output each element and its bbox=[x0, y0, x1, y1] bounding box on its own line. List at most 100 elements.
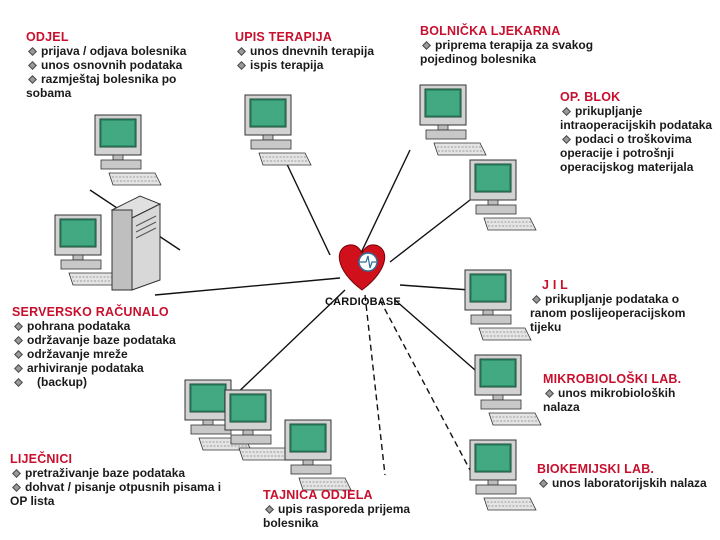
list-item-label: održavanje baze podataka bbox=[27, 333, 176, 347]
node-title: OP. BLOK bbox=[560, 90, 621, 104]
list-item: dohvat / pisanje otpusnih pisama i OP li… bbox=[10, 480, 225, 508]
node-title: MIKROBIOLOŠKI LAB. bbox=[543, 372, 682, 386]
bullet-icon bbox=[28, 75, 37, 84]
bullet-icon bbox=[12, 483, 21, 492]
bullet-icon bbox=[14, 364, 23, 373]
node-biokemijski-lab: BIOKEMIJSKI LAB. unos laboratorijskih na… bbox=[537, 462, 712, 490]
link-tajnica bbox=[364, 294, 386, 476]
bullet-icon bbox=[14, 322, 23, 331]
node-title: SERVERSKO RAČUNALO bbox=[12, 305, 169, 319]
heart-logo bbox=[338, 244, 386, 291]
bullet-icon bbox=[532, 295, 541, 304]
list-item-label: prikupljanje intraoperacijskih podataka bbox=[560, 104, 713, 132]
list-item: (backup) bbox=[12, 375, 212, 389]
node-tajnica-odjela: TAJNICA ODJELA upis rasporeda prijema bo… bbox=[263, 488, 441, 530]
list-item-label: održavanje mreže bbox=[27, 347, 128, 361]
server-icon bbox=[110, 195, 162, 291]
bullet-icon bbox=[422, 41, 431, 50]
list-item-label: prikupljanje podataka o ranom poslijeope… bbox=[530, 292, 686, 334]
node-mikrobioloski-lab: MIKROBIOLOŠKI LAB. unos mikrobioloških n… bbox=[543, 372, 715, 414]
bullet-icon bbox=[28, 47, 37, 56]
bullet-icon bbox=[14, 336, 23, 345]
connections bbox=[89, 149, 476, 476]
list-item-label: unos osnovnih podataka bbox=[41, 58, 183, 72]
list-item-label: prijava / odjava bolesnika bbox=[41, 44, 187, 58]
node-bolnicka-ljekarna: BOLNIČKA LJEKARNA priprema terapija za s… bbox=[420, 24, 635, 66]
list-item: unos osnovnih podataka bbox=[26, 58, 226, 72]
link-upis-terapija bbox=[284, 159, 331, 256]
node-title: CARDIOBASE bbox=[325, 296, 401, 308]
list-item-label: unos mikrobioloških nalaza bbox=[543, 386, 676, 414]
list-item: priprema terapija za svakog pojedinog bo… bbox=[420, 38, 635, 66]
list-item: prikupljanje podataka o ranom poslijeope… bbox=[530, 292, 715, 334]
node-title: J I L bbox=[542, 278, 569, 292]
node-lijecnici: LIJEČNICI pretraživanje baze podataka do… bbox=[10, 452, 225, 508]
list-item-label: priprema terapija za svakog pojedinog bo… bbox=[420, 38, 594, 66]
bullet-icon bbox=[562, 135, 571, 144]
computer-icon bbox=[464, 269, 532, 341]
node-title: ODJEL bbox=[26, 30, 69, 44]
list-item: održavanje baze podataka bbox=[12, 333, 212, 347]
list-item: prijava / odjava bolesnika bbox=[26, 44, 226, 58]
list-item: upis rasporeda prijema bolesnika bbox=[263, 502, 441, 530]
list-item: održavanje mreže bbox=[12, 347, 212, 361]
computer-icon bbox=[474, 354, 542, 426]
list-item-label: podaci o troškovima operacije i potrošnj… bbox=[560, 132, 694, 174]
node-title: BOLNIČKA LJEKARNA bbox=[420, 24, 561, 38]
list-item: ispis terapija bbox=[235, 58, 405, 72]
node-cardiobase: CARDIOBASE bbox=[318, 295, 408, 309]
computer-icon bbox=[94, 114, 162, 186]
node-serversko-racunalo: SERVERSKO RAČUNALO pohrana podataka održ… bbox=[12, 305, 212, 389]
list-item: unos mikrobioloških nalaza bbox=[543, 386, 715, 414]
bullet-icon bbox=[237, 47, 246, 56]
link-ljekarna bbox=[359, 149, 411, 256]
node-upis-terapija: UPIS TERAPIJA unos dnevnih terapija ispi… bbox=[235, 30, 405, 72]
node-title: BIOKEMIJSKI LAB. bbox=[537, 462, 655, 476]
list-item: pretraživanje baze podataka bbox=[10, 466, 225, 480]
link-jil bbox=[399, 284, 471, 291]
bullet-icon bbox=[14, 350, 23, 359]
list-item: prikupljanje intraoperacijskih podataka bbox=[560, 104, 715, 132]
bullet-icon bbox=[12, 469, 21, 478]
computer-icon bbox=[469, 439, 537, 511]
bullet-icon bbox=[539, 479, 548, 488]
list-item-label: pretraživanje baze podataka bbox=[25, 466, 186, 480]
node-title: LIJEČNICI bbox=[10, 452, 73, 466]
list-item: arhiviranje podataka bbox=[12, 361, 212, 375]
bullet-icon bbox=[237, 61, 246, 70]
computer-icon bbox=[284, 419, 352, 491]
list-item-label: (backup) bbox=[37, 375, 88, 389]
node-jil: J I L prikupljanje podataka o ranom posl… bbox=[530, 278, 715, 334]
list-item-label: unos dnevnih terapija bbox=[250, 44, 375, 58]
link-biokemijski bbox=[379, 299, 471, 471]
link-lijecnici bbox=[229, 289, 346, 401]
computer-icon bbox=[54, 214, 122, 286]
node-odjel: ODJEL prijava / odjava bolesnika unos os… bbox=[26, 30, 226, 100]
list-item: unos dnevnih terapija bbox=[235, 44, 405, 58]
bullet-icon bbox=[562, 107, 571, 116]
link-server bbox=[154, 277, 341, 296]
bullet-icon bbox=[28, 61, 37, 70]
bullet-icon bbox=[14, 378, 23, 387]
node-title: UPIS TERAPIJA bbox=[235, 30, 333, 44]
bullet-icon bbox=[265, 505, 274, 514]
node-op-blok: OP. BLOK prikupljanje intraoperacijskih … bbox=[560, 90, 715, 174]
list-item: unos laboratorijskih nalaza bbox=[537, 476, 712, 490]
bullet-icon bbox=[545, 389, 554, 398]
computer-icon bbox=[469, 159, 537, 231]
list-item-label: pohrana podataka bbox=[27, 319, 131, 333]
list-item: pohrana podataka bbox=[12, 319, 212, 333]
list-item-label: arhiviranje podataka bbox=[27, 361, 144, 375]
node-title: TAJNICA ODJELA bbox=[263, 488, 373, 502]
computer-icon bbox=[244, 94, 312, 166]
list-item: razmještaj bolesnika po sobama bbox=[26, 72, 206, 100]
computer-icon bbox=[419, 84, 487, 156]
list-item-label: upis rasporeda prijema bolesnika bbox=[263, 502, 411, 530]
list-item-label: unos laboratorijskih nalaza bbox=[552, 476, 707, 490]
link-mikrobioloski bbox=[394, 299, 476, 371]
list-item-label: razmještaj bolesnika po sobama bbox=[26, 72, 177, 100]
list-item-label: dohvat / pisanje otpusnih pisama i OP li… bbox=[10, 480, 222, 508]
list-item-label: ispis terapija bbox=[250, 58, 324, 72]
list-item: podaci o troškovima operacije i potrošnj… bbox=[560, 132, 715, 174]
